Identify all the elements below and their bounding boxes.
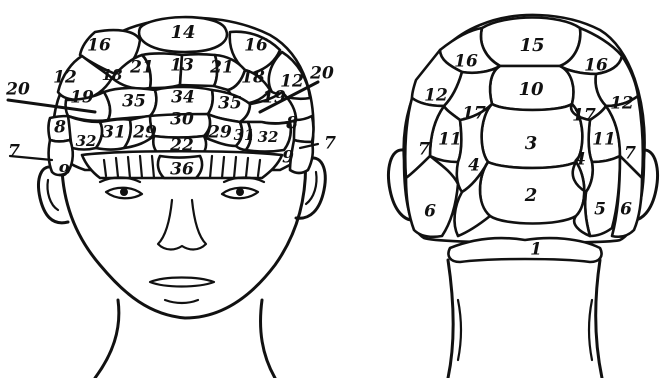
back-label-4-left: 4 <box>468 156 480 176</box>
back-label-6-left: 6 <box>424 202 436 222</box>
back-neck-left <box>448 260 453 378</box>
front-label-22: 22 <box>169 136 194 156</box>
front-label-18-left: 18 <box>102 66 123 84</box>
back-label-4-right: 4 <box>574 150 586 170</box>
back-label-16-right: 16 <box>584 56 608 76</box>
back-label-17-left: 17 <box>462 104 486 124</box>
back-label-11-right: 11 <box>592 130 616 150</box>
front-label-7-left: 7 <box>8 142 20 162</box>
front-label-30: 30 <box>170 110 194 130</box>
front-label-14: 14 <box>170 22 195 43</box>
front-label-9-right: 9 <box>282 148 294 168</box>
front-neck-right <box>261 300 275 378</box>
back-label-5: 5 <box>594 200 606 220</box>
front-label-21-right: 21 <box>209 58 234 78</box>
front-label-19-left: 19 <box>70 88 94 108</box>
chin <box>165 300 198 303</box>
front-label-16-left: 16 <box>87 36 111 56</box>
back-neck-right <box>596 260 602 378</box>
back-label-11-left: 11 <box>438 130 462 150</box>
back-label-1: 1 <box>530 240 542 260</box>
back-label-17-right: 17 <box>572 106 596 126</box>
back-label-7-left: 7 <box>418 140 430 160</box>
back-label-12-right: 12 <box>610 94 634 114</box>
front-label-20-left: 20 <box>5 80 30 100</box>
front-label-32-left: 32 <box>76 132 97 150</box>
right-pupil <box>236 188 244 196</box>
front-label-31-left: 31 <box>102 123 126 143</box>
front-label-7-right: 7 <box>324 134 336 154</box>
front-label-34: 34 <box>171 88 195 108</box>
front-label-35-right: 35 <box>218 94 242 114</box>
front-label-36: 36 <box>170 160 194 180</box>
front-label-35-left: 35 <box>122 92 146 112</box>
back-label-3: 3 <box>525 133 538 154</box>
front-label-8-left: 8 <box>53 118 66 138</box>
back-label-6-right: 6 <box>620 200 632 220</box>
back-label-12-left: 12 <box>424 86 448 106</box>
front-label-18-right: 18 <box>241 68 265 88</box>
front-label-9-left: 9 <box>58 162 70 182</box>
front-label-12-left: 12 <box>53 68 77 88</box>
mouth <box>150 278 214 287</box>
front-label-8-right: 8 <box>285 114 298 134</box>
front-label-20-right: 20 <box>309 64 334 84</box>
back-label-7-right: 7 <box>624 144 636 164</box>
back-head: 15 16 16 10 12 12 17 17 11 11 3 7 7 4 4 … <box>389 15 658 378</box>
back-label-2: 2 <box>524 185 538 206</box>
back-label-10: 10 <box>518 79 544 100</box>
front-head: 14 16 16 12 12 18 21 13 21 18 20 20 19 3… <box>5 17 336 378</box>
back-region-1 <box>448 238 601 262</box>
left-pupil <box>120 188 128 196</box>
back-label-15: 15 <box>519 35 544 56</box>
front-label-29-left: 29 <box>132 123 157 143</box>
back-label-16-left: 16 <box>454 52 478 72</box>
front-label-29-right: 29 <box>207 123 232 143</box>
nose <box>158 200 206 250</box>
front-label-16-right: 16 <box>244 36 268 56</box>
front-neck <box>95 300 119 378</box>
front-face-features <box>100 178 264 304</box>
front-label-19-right: 19 <box>262 88 286 108</box>
front-label-32-right: 32 <box>258 128 279 146</box>
front-label-31-right: 31 <box>234 126 255 144</box>
front-label-21-left: 21 <box>129 58 154 78</box>
front-label-13: 13 <box>170 56 194 76</box>
